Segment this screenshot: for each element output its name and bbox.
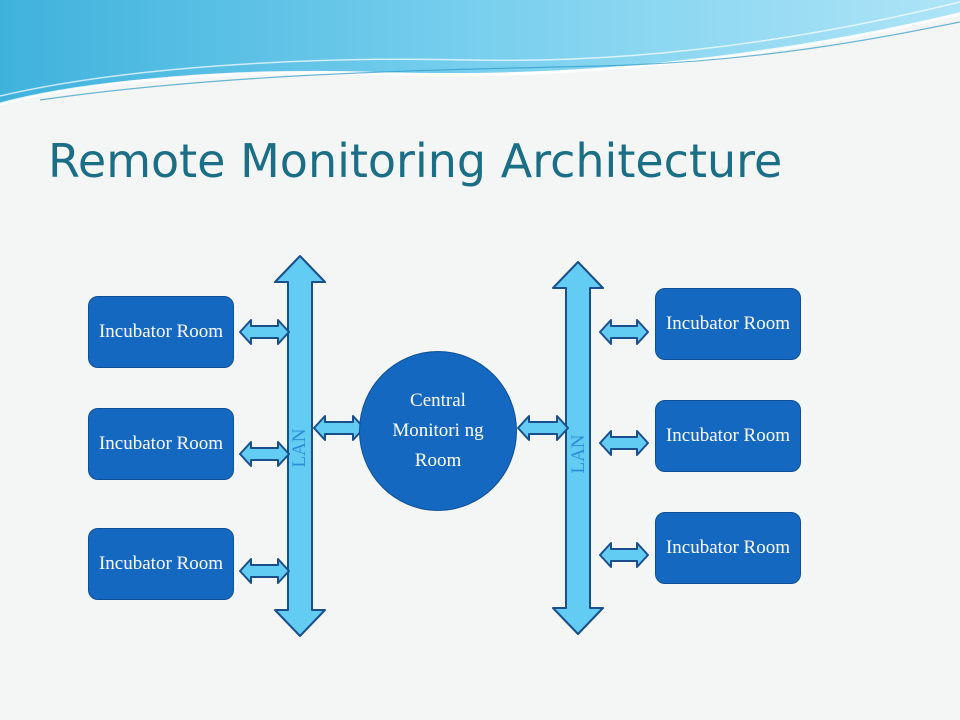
- left-room-3-link-arrow: [239, 558, 290, 584]
- left-lan-bus: [274, 255, 326, 637]
- header-wave-graphic: [0, 0, 960, 106]
- right-lan-label: LAN: [568, 434, 589, 474]
- central-monitoring-room: Central Monitori ng Room: [359, 351, 517, 511]
- incubator-room-label: Incubator Room: [98, 553, 223, 574]
- incubator-room-right-1: Incubator Room: [655, 288, 801, 360]
- right-room-3-link-arrow: [599, 542, 649, 568]
- left-room-2-link-arrow: [239, 441, 290, 467]
- incubator-room-label: Incubator Room: [98, 433, 223, 454]
- right-room-1-link-arrow: [599, 319, 649, 345]
- slide-title: Remote Monitoring Architecture: [48, 134, 783, 188]
- incubator-room-label: Incubator Room: [665, 313, 790, 334]
- central-monitoring-room-label: Central Monitori ng Room: [392, 390, 484, 471]
- central-left-link-arrow: [313, 415, 365, 441]
- left-room-1-link-arrow: [239, 319, 290, 345]
- incubator-room-left-2: Incubator Room: [88, 408, 234, 480]
- left-lan-label: LAN: [289, 428, 310, 468]
- incubator-room-right-2: Incubator Room: [655, 400, 801, 472]
- incubator-room-label: Incubator Room: [665, 425, 790, 446]
- right-room-2-link-arrow: [599, 430, 649, 456]
- right-lan-bus: [552, 261, 604, 635]
- central-right-link-arrow: [517, 415, 569, 441]
- incubator-room-label: Incubator Room: [665, 537, 790, 558]
- incubator-room-right-3: Incubator Room: [655, 512, 801, 584]
- incubator-room-left-3: Incubator Room: [88, 528, 234, 600]
- incubator-room-left-1: Incubator Room: [88, 296, 234, 368]
- incubator-room-label: Incubator Room: [98, 321, 223, 342]
